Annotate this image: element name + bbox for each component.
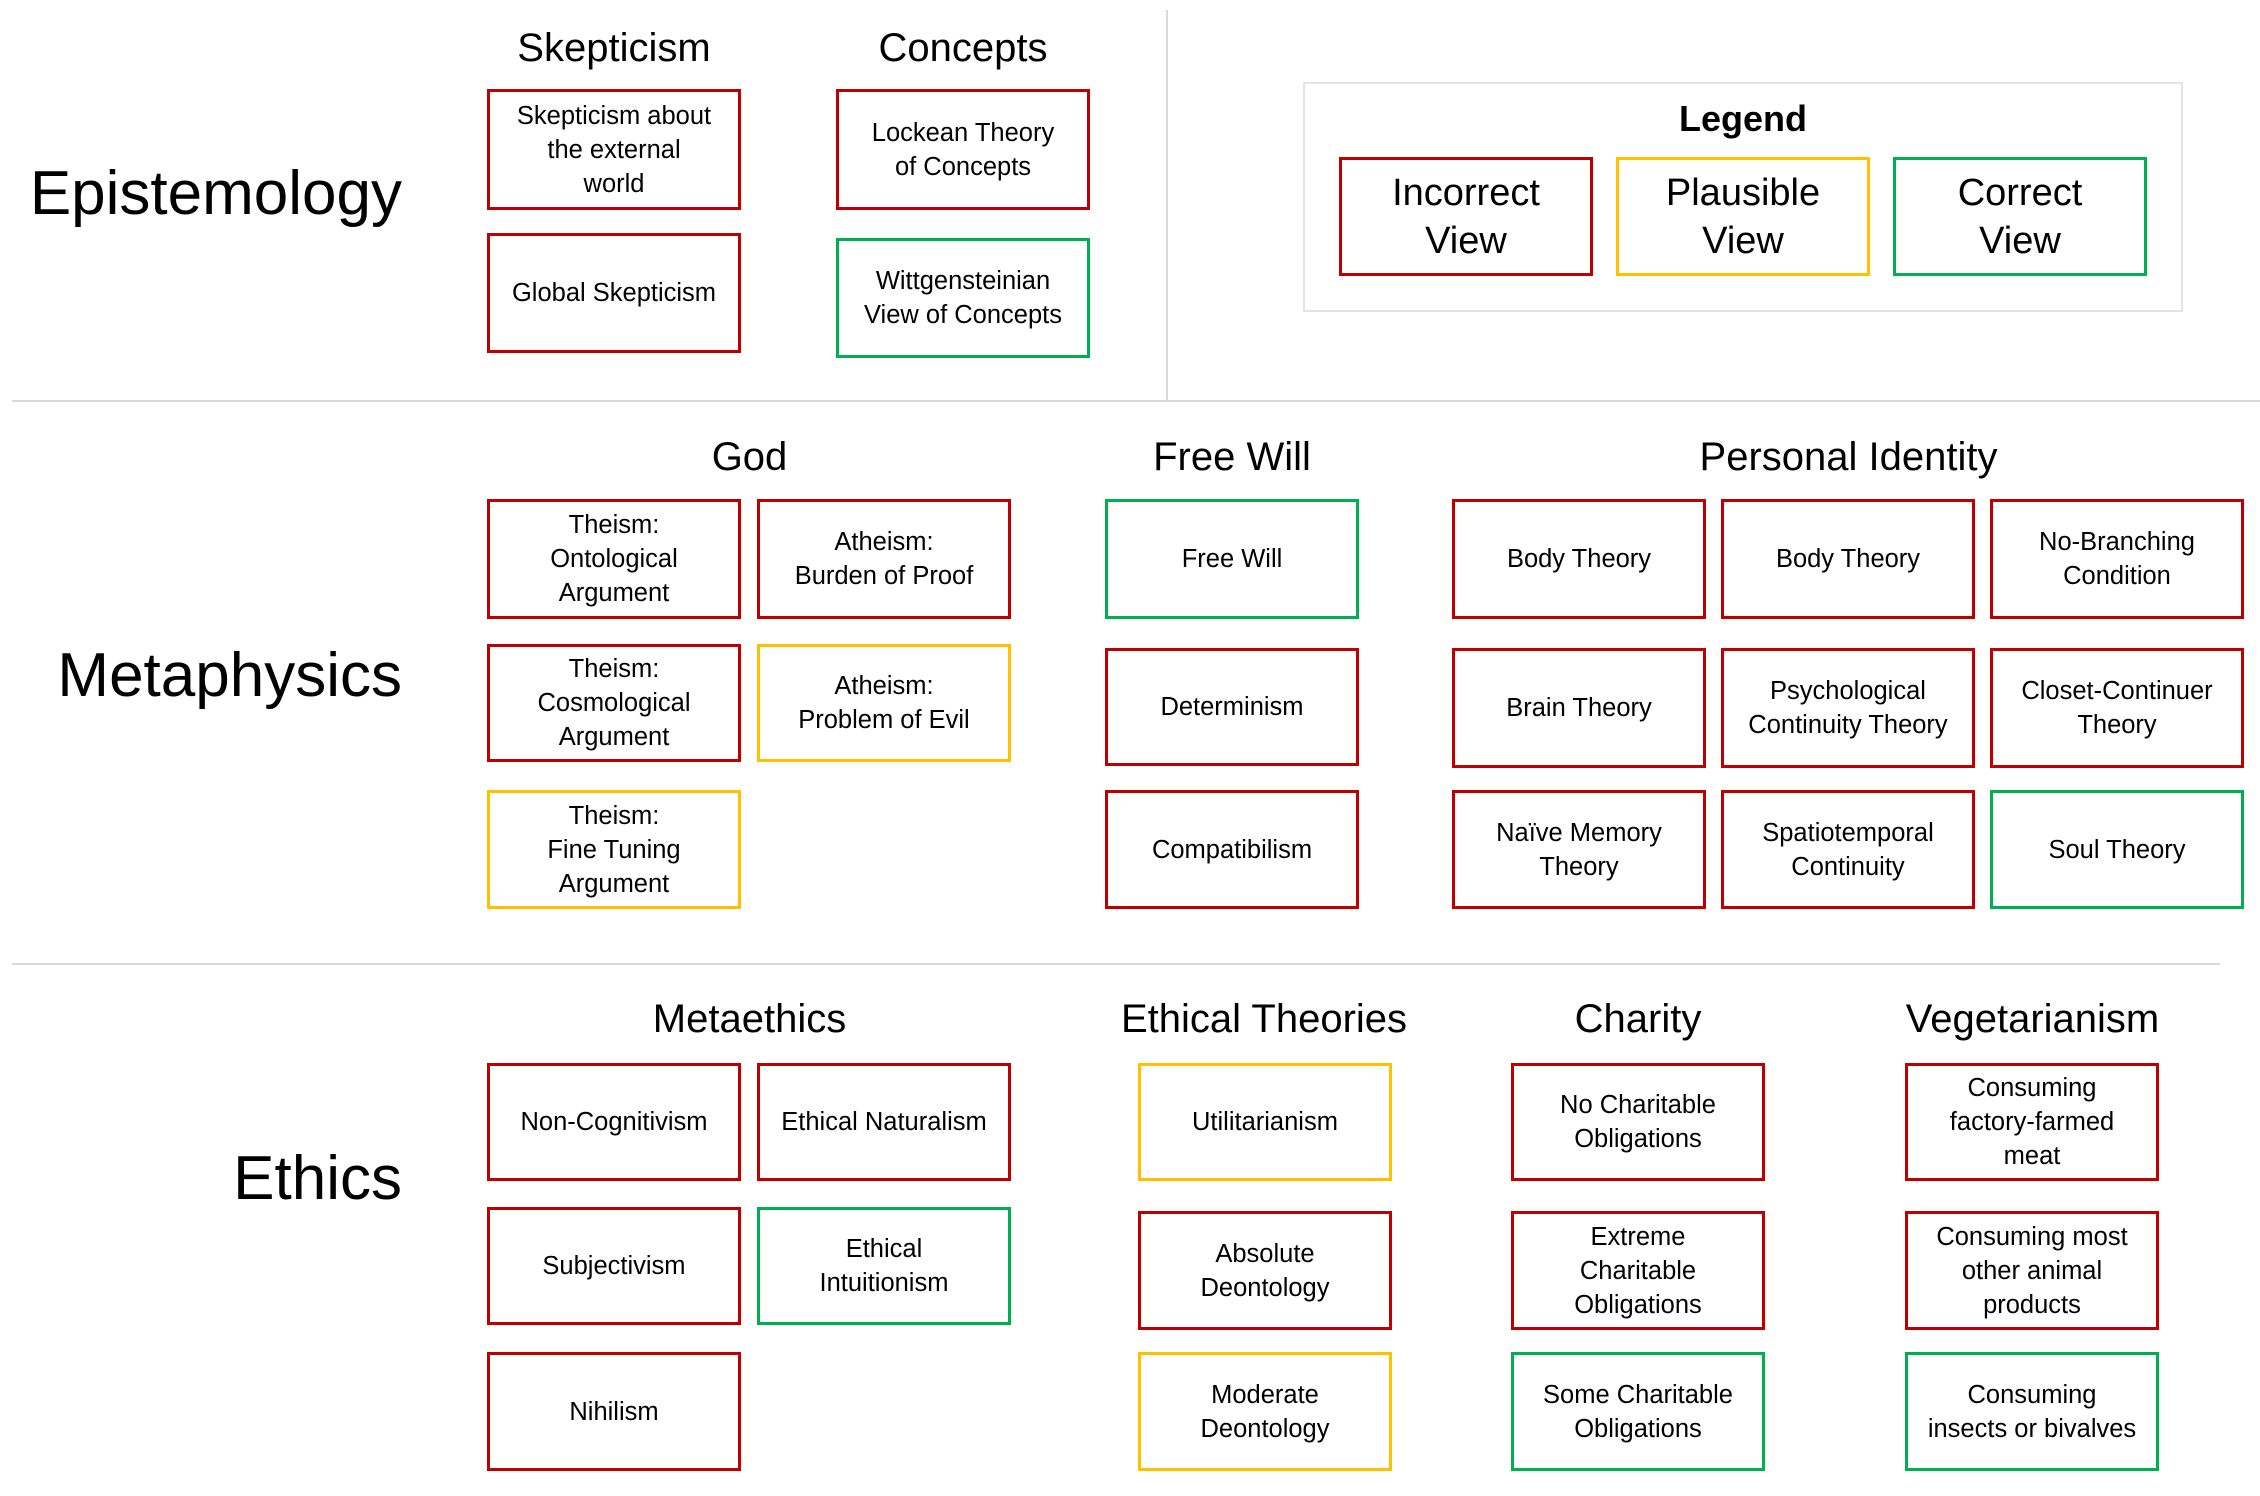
- area-label-ethics: Ethics: [233, 1144, 402, 1213]
- view-psychological-continuity-theory: Psychological Continuity Theory: [1721, 648, 1975, 768]
- group-title-personal-identity: Personal Identity: [1699, 435, 1998, 479]
- divider-epistemology-legend: [1166, 10, 1168, 400]
- view-determinism: Determinism: [1105, 648, 1359, 766]
- view-consuming-insects-or-bivalves: Consuming insects or bivalves: [1905, 1352, 2159, 1471]
- view-subjectivism: Subjectivism: [487, 1207, 741, 1325]
- view-wittgensteinian-view-of-concepts: Wittgensteinian View of Concepts: [836, 238, 1090, 358]
- view-theism-cosmological-argument: Theism: Cosmological Argument: [487, 644, 741, 762]
- view-global-skepticism: Global Skepticism: [487, 233, 741, 353]
- group-title-metaethics: Metaethics: [652, 997, 847, 1041]
- view-theism-fine-tuning-argument: Theism: Fine Tuning Argument: [487, 790, 741, 909]
- view-naive-memory-theory: Naïve Memory Theory: [1452, 790, 1706, 909]
- view-absolute-deontology: Absolute Deontology: [1138, 1211, 1392, 1330]
- legend-item-plausible: Plausible View: [1616, 157, 1870, 276]
- view-non-cognitivism: Non-Cognitivism: [487, 1063, 741, 1181]
- view-moderate-deontology: Moderate Deontology: [1138, 1352, 1392, 1471]
- view-atheism-burden-of-proof: Atheism: Burden of Proof: [757, 499, 1011, 619]
- view-skepticism-external-world: Skepticism about the external world: [487, 89, 741, 210]
- view-theism-ontological-argument: Theism: Ontological Argument: [487, 499, 741, 619]
- view-no-charitable-obligations: No Charitable Obligations: [1511, 1063, 1765, 1181]
- group-title-god: God: [711, 435, 788, 479]
- legend-item-correct: Correct View: [1893, 157, 2147, 276]
- view-consuming-other-animal-products: Consuming most other animal products: [1905, 1211, 2159, 1330]
- view-some-charitable-obligations: Some Charitable Obligations: [1511, 1352, 1765, 1471]
- legend-item-incorrect: Incorrect View: [1339, 157, 1593, 276]
- group-title-skepticism: Skepticism: [517, 26, 711, 70]
- view-ethical-naturalism: Ethical Naturalism: [757, 1063, 1011, 1181]
- view-free-will: Free Will: [1105, 499, 1359, 619]
- divider-epistemology-metaphysics: [12, 400, 2260, 402]
- view-lockean-theory-of-concepts: Lockean Theory of Concepts: [836, 89, 1090, 210]
- group-title-ethical-theories: Ethical Theories: [1120, 997, 1408, 1041]
- view-body-theory-2: Body Theory: [1721, 499, 1975, 619]
- view-utilitarianism: Utilitarianism: [1138, 1063, 1392, 1181]
- view-compatibilism: Compatibilism: [1105, 790, 1359, 909]
- view-consuming-factory-farmed-meat: Consuming factory-farmed meat: [1905, 1063, 2159, 1181]
- view-ethical-intuitionism: Ethical Intuitionism: [757, 1207, 1011, 1325]
- view-atheism-problem-of-evil: Atheism: Problem of Evil: [757, 644, 1011, 762]
- view-body-theory: Body Theory: [1452, 499, 1706, 619]
- area-label-epistemology: Epistemology: [29, 159, 402, 228]
- group-title-vegetarianism: Vegetarianism: [1905, 997, 2160, 1041]
- divider-metaphysics-ethics: [12, 963, 2220, 965]
- view-brain-theory: Brain Theory: [1452, 648, 1706, 768]
- group-title-free-will: Free Will: [1153, 435, 1311, 479]
- view-extreme-charitable-obligations: Extreme Charitable Obligations: [1511, 1211, 1765, 1330]
- view-closet-continuer-theory: Closet-Continuer Theory: [1990, 648, 2244, 768]
- group-title-concepts: Concepts: [878, 26, 1048, 70]
- legend-title: Legend: [1678, 98, 1807, 139]
- view-no-branching-condition: No-Branching Condition: [1990, 499, 2244, 619]
- group-title-charity: Charity: [1574, 997, 1702, 1041]
- view-spatiotemporal-continuity: Spatiotemporal Continuity: [1721, 790, 1975, 909]
- area-label-metaphysics: Metaphysics: [57, 641, 402, 710]
- view-nihilism: Nihilism: [487, 1352, 741, 1471]
- view-soul-theory: Soul Theory: [1990, 790, 2244, 909]
